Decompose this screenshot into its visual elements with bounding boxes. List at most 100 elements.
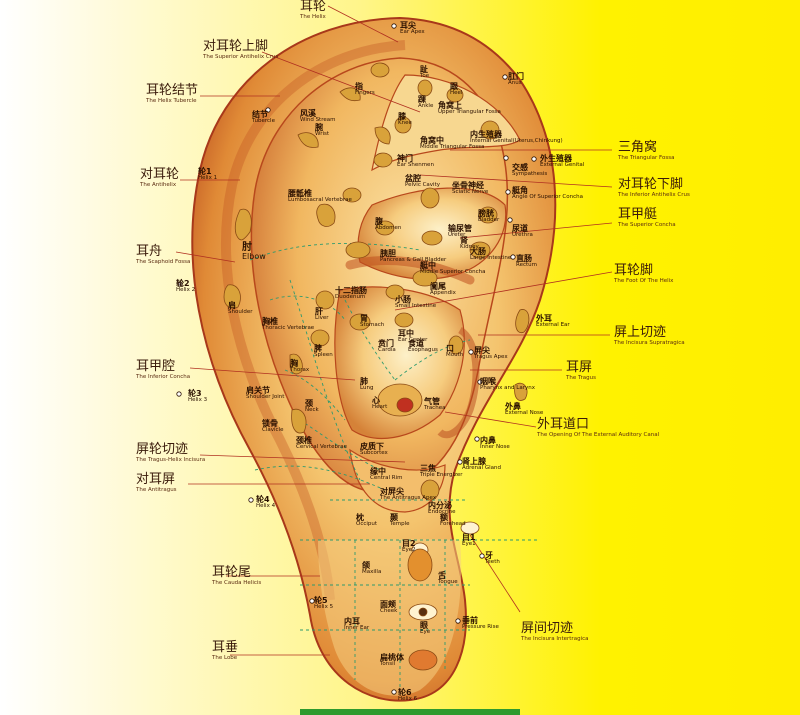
point-markers: [176, 23, 537, 695]
bottom-bar: [300, 709, 520, 715]
tragus: [437, 326, 480, 439]
helix-crus: [345, 255, 475, 285]
organ-icons: [223, 62, 530, 671]
leader-lines: [175, 5, 613, 656]
